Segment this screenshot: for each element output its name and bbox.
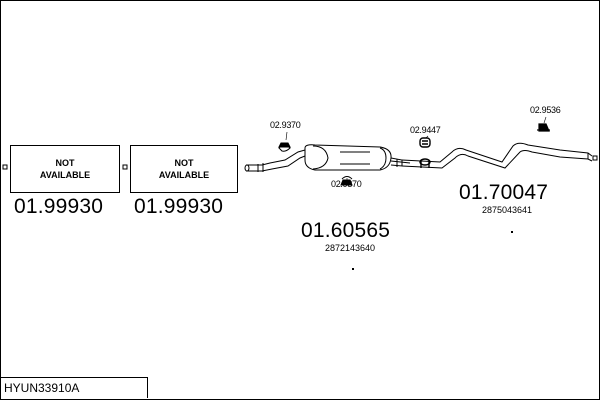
rear-silencer-oe-number: 2875043641 (482, 205, 533, 215)
middle-silencer-oe-number: 2872143640 (325, 243, 376, 253)
lower-rubber-hanger-icon (340, 176, 353, 186)
part-number-2: 01.99930 (134, 195, 224, 218)
reference-box: HYUN33910A (0, 377, 148, 398)
edge-marker-right (592, 155, 598, 161)
not-available-line1: NOT (174, 158, 194, 168)
rear-rubber-hanger-icon (537, 123, 550, 132)
rear-rubber-label: 02.9536 (530, 105, 561, 115)
rear-pipe-drawing (401, 142, 593, 169)
middle-silencer-part-number: 01.60565 (301, 219, 391, 242)
label-leaders (285, 116, 547, 180)
front-rubber-label: 02.9370 (270, 120, 301, 130)
part-number-1: 01.99930 (14, 195, 104, 218)
not-available-line1: NOT (55, 158, 75, 168)
not-available-line2: AVAILABLE (158, 170, 210, 180)
not-available-line2: AVAILABLE (39, 170, 91, 180)
center-rubber-hanger-icon (419, 137, 431, 168)
rear-silencer-part-number: 01.70047 (459, 181, 549, 204)
front-rubber-hanger-icon (278, 142, 291, 152)
not-available-box-2: NOT AVAILABLE (130, 145, 238, 193)
middle-silencer-drawing (304, 144, 411, 171)
middle-silencer-dot (352, 268, 354, 270)
lower-rubber-label: 02.9370 (331, 179, 362, 189)
edge-marker-left (2, 164, 8, 170)
not-available-box-1: NOT AVAILABLE (10, 145, 120, 193)
reference-code: HYUN33910A (4, 381, 80, 395)
middle-pipe-drawing (244, 149, 306, 172)
center-rubber-label: 02.9447 (410, 125, 441, 135)
edge-marker-middle (122, 164, 128, 170)
rear-silencer-dot (511, 231, 513, 233)
